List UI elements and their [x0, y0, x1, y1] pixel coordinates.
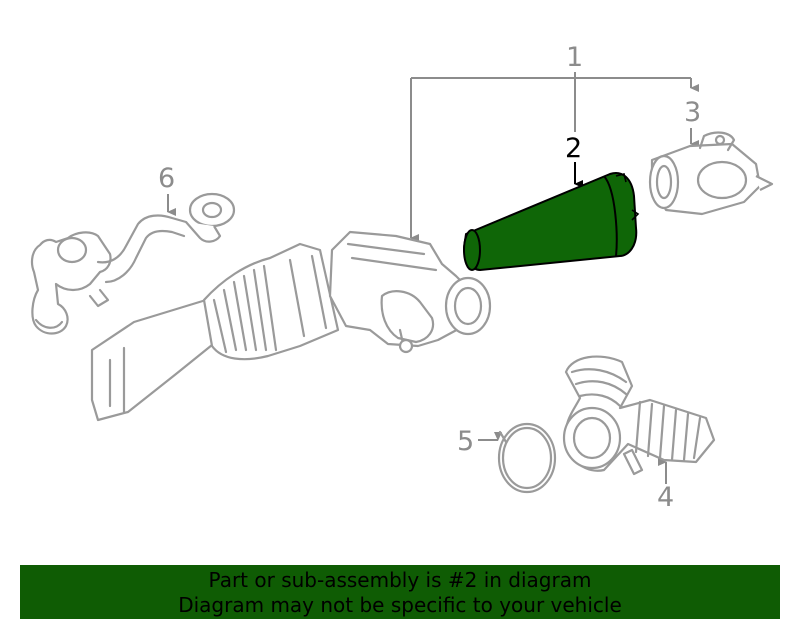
callout-6[interactable]: 6 — [158, 163, 175, 194]
callout-1[interactable]: 1 — [566, 42, 583, 73]
parts-diagram: 1 2 3 4 5 6 — [30, 42, 774, 513]
callout-4[interactable]: 4 — [657, 482, 674, 513]
callout-5[interactable]: 5 — [457, 426, 474, 457]
callout-2[interactable]: 2 — [565, 133, 582, 164]
part-3-outlet-duct[interactable] — [648, 131, 774, 216]
part-1-intake-duct[interactable] — [90, 230, 492, 422]
banner-line-2: Diagram may not be specific to your vehi… — [178, 593, 622, 617]
part-5-clamp[interactable] — [497, 422, 557, 494]
part-4-intake-hose[interactable] — [562, 355, 716, 476]
part-6-hose[interactable] — [30, 192, 236, 335]
notice-banner: Part or sub-assembly is #2 in diagram Di… — [20, 565, 780, 619]
leader-lines — [167, 72, 699, 484]
banner-line-1: Part or sub-assembly is #2 in diagram — [208, 568, 592, 592]
part-2-air-filter[interactable] — [463, 172, 640, 271]
callout-3[interactable]: 3 — [684, 97, 701, 128]
